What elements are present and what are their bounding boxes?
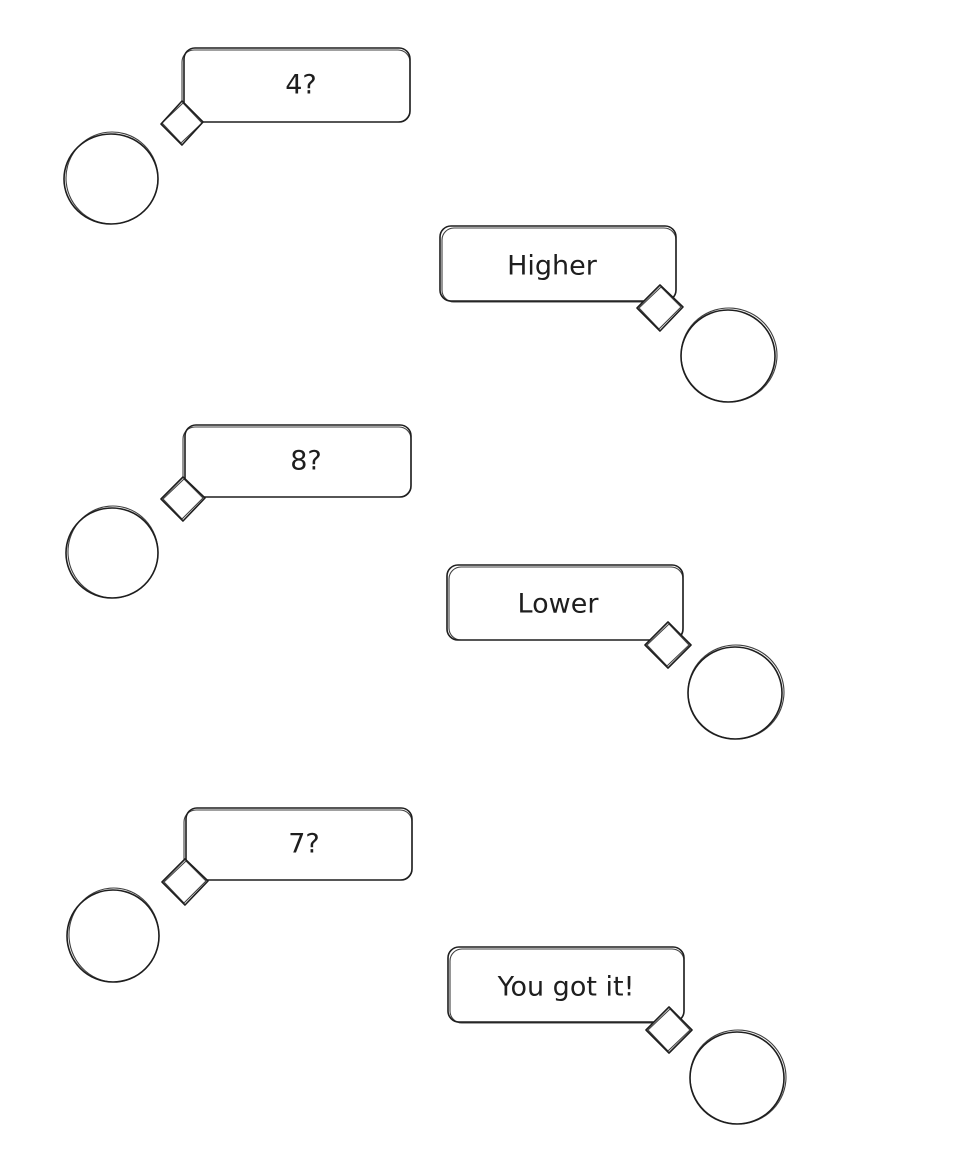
speaker-avatar — [687, 644, 785, 740]
speech-bubble: 7? — [161, 807, 413, 906]
message-1: 4? — [63, 47, 411, 225]
bubble-tail — [636, 284, 684, 332]
speech-bubble: You got it! — [447, 946, 685, 1024]
message-text: 8? — [290, 446, 322, 477]
message-text: 7? — [288, 829, 320, 860]
bubble-tail — [644, 621, 692, 669]
bubble-tail — [645, 1006, 693, 1054]
speaker-avatar — [65, 505, 159, 599]
message-text: Lower — [518, 589, 600, 620]
speech-bubble: 8? — [160, 424, 412, 522]
speech-bubble: Higher — [439, 225, 677, 303]
message-text: Higher — [507, 251, 598, 282]
speaker-avatar — [680, 307, 778, 403]
speech-bubble: Lower — [446, 564, 684, 641]
speaker-avatar — [66, 887, 160, 983]
message-6: You got it! — [447, 946, 787, 1125]
message-2: Higher — [439, 225, 778, 403]
message-5: 7? — [66, 807, 413, 983]
message-text: You got it! — [497, 972, 635, 1003]
speech-bubble: 4? — [160, 47, 411, 146]
speaker-avatar — [689, 1029, 787, 1125]
bubble-tail — [160, 100, 204, 146]
message-4: Lower — [446, 564, 785, 740]
message-3: 8? — [65, 424, 412, 599]
bubble-tail — [161, 858, 209, 906]
speaker-avatar — [63, 131, 159, 225]
bubble-tail — [160, 476, 206, 522]
message-text: 4? — [285, 70, 317, 101]
